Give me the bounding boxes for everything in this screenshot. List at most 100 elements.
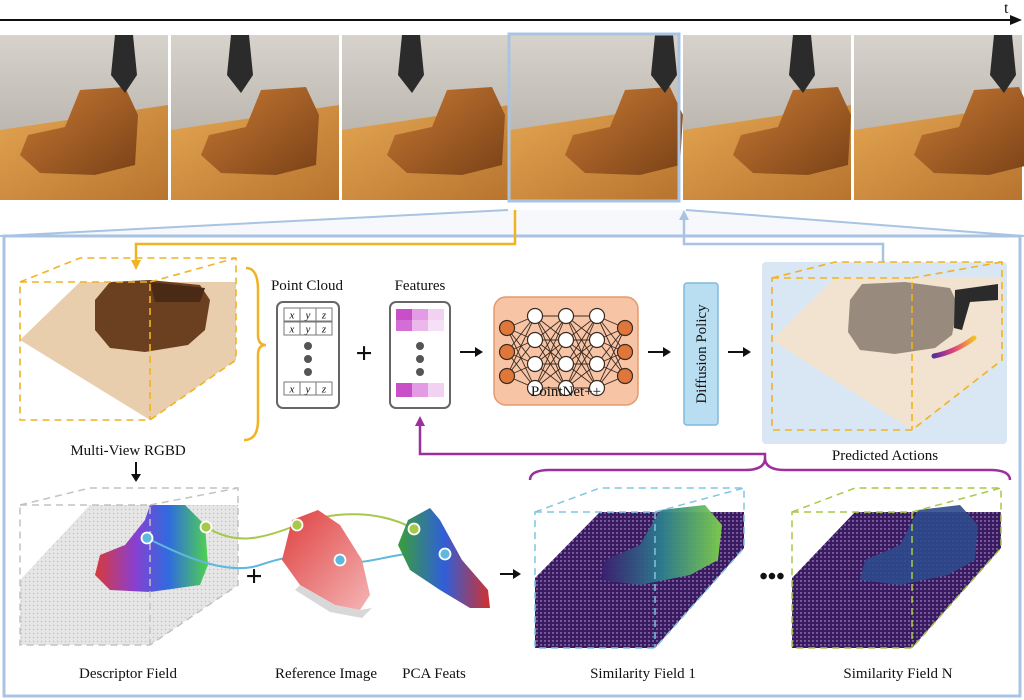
point-cloud-coordinate: z bbox=[321, 384, 327, 396]
features-dot-2 bbox=[416, 355, 424, 363]
video-frame bbox=[507, 32, 683, 203]
diffusion-policy-block: Diffusion Policy bbox=[683, 282, 719, 426]
point-cloud-coordinate: z bbox=[321, 324, 327, 336]
nn-edge bbox=[565, 339, 598, 389]
nn-node bbox=[588, 331, 606, 349]
feature-cell bbox=[396, 309, 412, 320]
feature-cell bbox=[412, 320, 428, 331]
video-frame bbox=[683, 35, 851, 200]
frame-boot bbox=[201, 87, 319, 175]
input-bbox-outer bbox=[19, 257, 237, 421]
point-cloud-coordinate: x bbox=[289, 384, 295, 396]
nn-edge bbox=[534, 315, 567, 389]
predicted-bbox-front bbox=[772, 277, 913, 430]
timeline-arrowhead bbox=[1010, 15, 1022, 25]
ellipsis: ••• bbox=[759, 564, 784, 590]
zoom-projection bbox=[0, 210, 1024, 236]
descriptor-field: Descriptor Field bbox=[19, 487, 239, 682]
nn-node bbox=[526, 307, 544, 325]
similarity-field-1: Similarity Field 1 bbox=[534, 487, 745, 682]
descriptor-boot bbox=[95, 505, 208, 592]
timeline-axis-label: t bbox=[1004, 0, 1009, 17]
predicted-bbox-outer bbox=[771, 261, 1003, 431]
nn-node bbox=[498, 319, 516, 337]
nn-edge bbox=[565, 315, 598, 365]
feature-cell bbox=[396, 383, 412, 397]
point-cloud-dot-1 bbox=[304, 342, 312, 350]
frame-boot bbox=[387, 87, 505, 175]
nn-node bbox=[557, 307, 575, 325]
reference-image: Reference Image bbox=[275, 510, 377, 682]
point-cloud-coordinate: x bbox=[289, 310, 295, 322]
feature-cell bbox=[428, 383, 444, 397]
point-cloud-row-box bbox=[283, 321, 333, 336]
plus-sign-bottom: + bbox=[245, 560, 262, 593]
frame-boot bbox=[733, 87, 851, 175]
predicted-boot bbox=[848, 282, 958, 354]
frame-robot-arm bbox=[990, 35, 1016, 93]
frame-robot-arm bbox=[398, 35, 424, 93]
similarity-n-boot bbox=[860, 505, 978, 585]
input-bbox-edge bbox=[149, 257, 237, 283]
nn-node bbox=[557, 379, 575, 397]
arrow-to-actions-head bbox=[743, 347, 751, 357]
pca-feats-label: PCA Feats bbox=[402, 666, 466, 682]
video-frame bbox=[342, 35, 510, 200]
descriptor-bbox-outer bbox=[19, 487, 239, 646]
frame-highlight-border bbox=[507, 32, 681, 203]
similarity-1-bbox-edge bbox=[654, 487, 745, 513]
input-brace bbox=[243, 266, 267, 442]
feature-cell bbox=[396, 320, 412, 331]
neural-network-graphic bbox=[498, 307, 634, 397]
similarity-field-n: Similarity Field N bbox=[791, 487, 1002, 682]
predicted-actions-block: Predicted Actions bbox=[762, 261, 1007, 464]
nn-node bbox=[526, 379, 544, 397]
frame-boot bbox=[914, 87, 1024, 175]
point-cloud-coordinate: y bbox=[305, 384, 311, 396]
nn-node bbox=[498, 343, 516, 361]
action-trajectory bbox=[931, 335, 977, 359]
pca-blue-point bbox=[438, 547, 452, 561]
frame-robot-arm bbox=[227, 35, 253, 93]
frame-to-input-connector bbox=[134, 210, 517, 262]
nn-node bbox=[616, 367, 634, 385]
predicted-bbox-edge bbox=[911, 261, 1003, 279]
features-dot-3 bbox=[416, 368, 424, 376]
arrow-to-network-head bbox=[475, 347, 483, 357]
nn-node bbox=[526, 355, 544, 373]
input-bbox-front bbox=[20, 281, 151, 420]
nn-node bbox=[616, 319, 634, 337]
video-frame bbox=[171, 35, 339, 200]
frame-robot-arm bbox=[111, 35, 137, 93]
reference-sneaker bbox=[282, 510, 370, 610]
nn-node bbox=[557, 331, 575, 349]
nn-node bbox=[588, 379, 606, 397]
reference-image-label: Reference Image bbox=[275, 666, 377, 682]
point-cloud-row-box bbox=[283, 307, 333, 322]
feature-cell bbox=[428, 320, 444, 331]
descriptor-green-point bbox=[199, 520, 213, 534]
nn-node bbox=[498, 367, 516, 385]
arrow-to-similarity-head bbox=[513, 569, 521, 579]
point-cloud-coordinate: x bbox=[289, 324, 295, 336]
diffusion-policy-box bbox=[683, 282, 719, 426]
video-frame bbox=[854, 35, 1024, 200]
pointnet-label: PointNet++ bbox=[531, 384, 601, 400]
arrow-to-descriptor-head bbox=[131, 474, 141, 482]
similarity-field-1-label: Similarity Field 1 bbox=[590, 666, 696, 682]
pointnet-block: PointNet++ bbox=[493, 296, 639, 406]
frame-boot bbox=[20, 87, 138, 175]
feature-cell bbox=[412, 383, 428, 397]
nn-edge bbox=[534, 315, 567, 365]
video-frames bbox=[0, 32, 1024, 203]
frame-boot bbox=[565, 87, 683, 175]
nn-edge bbox=[534, 339, 567, 389]
features-block: Features bbox=[389, 278, 451, 409]
similarity-to-features-arrowhead bbox=[415, 416, 425, 426]
descriptor-field-label: Descriptor Field bbox=[79, 666, 177, 682]
output-to-frame-connector bbox=[682, 218, 885, 268]
